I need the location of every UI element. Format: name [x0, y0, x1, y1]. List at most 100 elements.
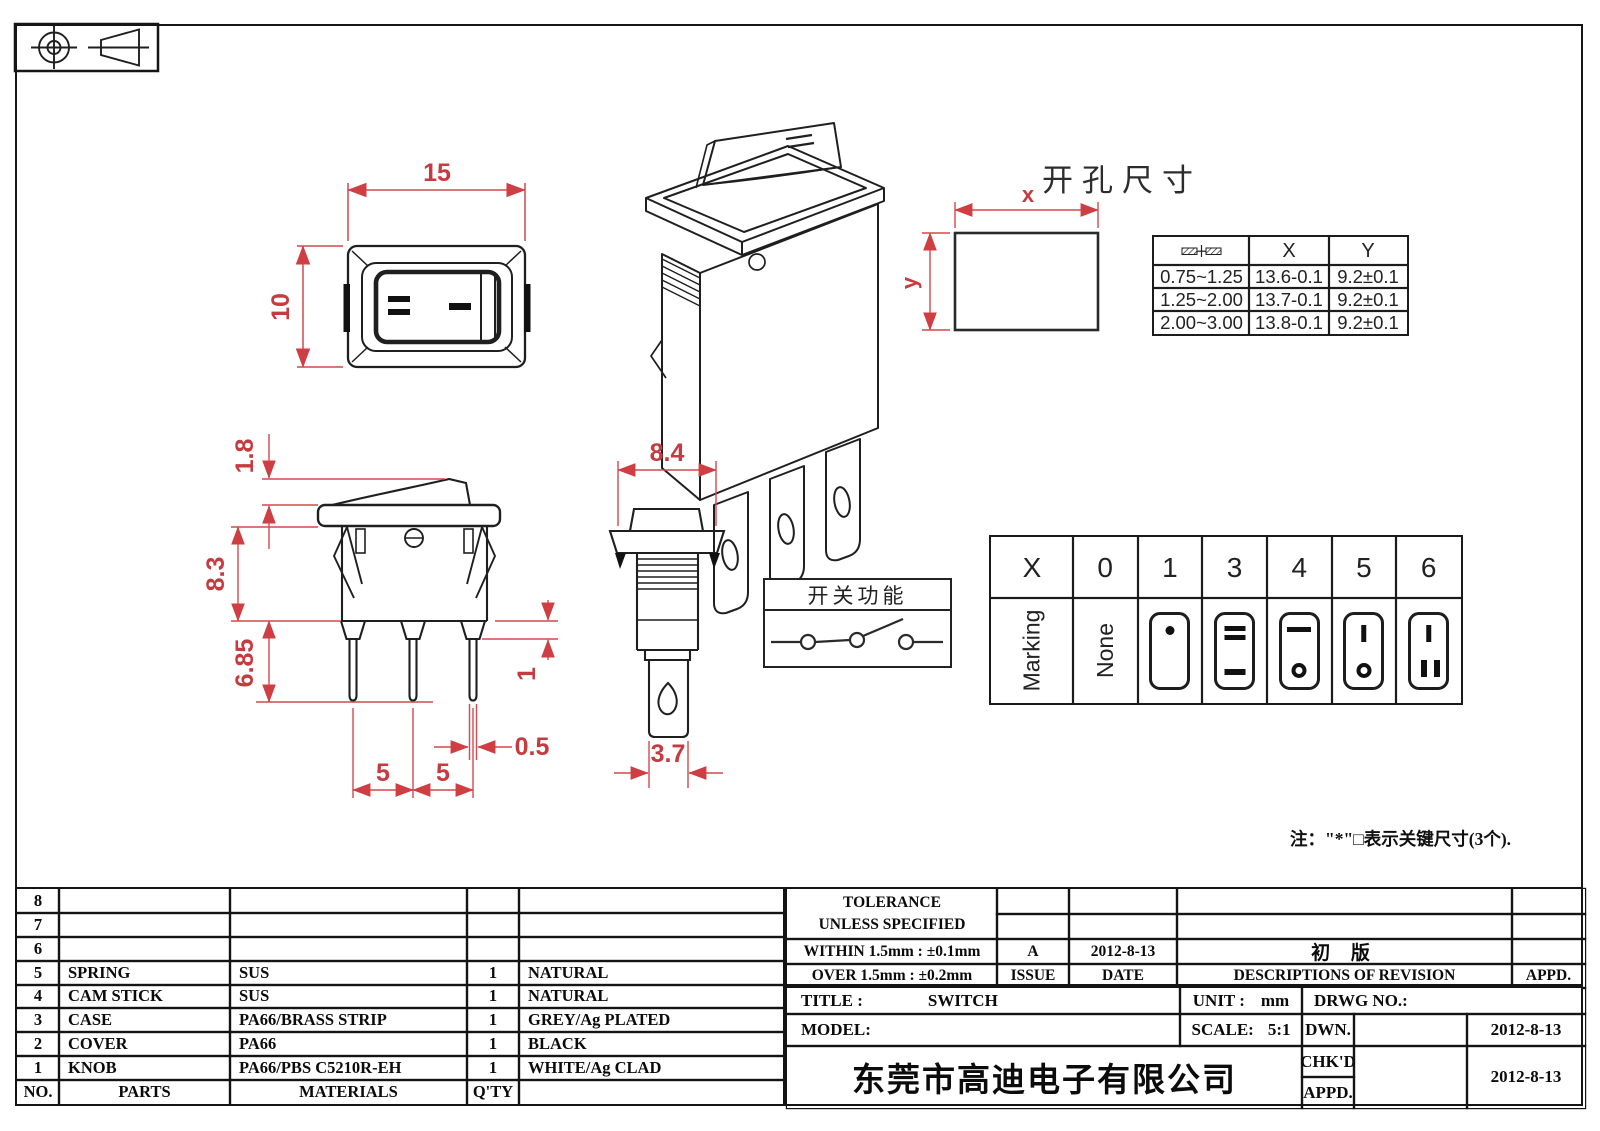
parts-list-table: 8 7 6 5 SPRING SUS 1 NATURAL 4 CAM STICK… — [15, 887, 785, 1106]
dot-icon — [1165, 625, 1175, 635]
parts-no: 3 — [17, 1008, 59, 1032]
key-dimension-note: 注："*"□表示关键尺寸(3个). — [1290, 829, 1512, 849]
marking-row-label: Marking — [1018, 609, 1045, 692]
unit-value: mm — [1260, 991, 1290, 1010]
parts-no: 4 — [17, 985, 59, 1009]
model-cell: MODEL: — [787, 1014, 1180, 1046]
parts-name — [59, 913, 230, 937]
revision-issue-value: A — [997, 939, 1069, 964]
dim-front-height: 10 — [267, 293, 295, 321]
line-icon — [1421, 659, 1427, 677]
parts-material — [230, 913, 467, 937]
parts-material — [230, 889, 467, 913]
cutout-x-value: 13.6-0.1 — [1249, 265, 1329, 288]
revision-empty-cell — [1512, 889, 1585, 914]
dim-pitch-2: 5 — [436, 759, 450, 787]
parts-qty — [467, 913, 519, 937]
chkd-label: CHK'D — [1300, 1046, 1356, 1077]
rocker-markings — [343, 284, 531, 332]
dim-shoulder: 1 — [513, 667, 541, 681]
marking-none-label: None — [1091, 623, 1118, 678]
circle-icon — [1291, 662, 1307, 678]
cutout-thickness: 0.75~1.25 — [1154, 265, 1249, 288]
parts-header-no: NO. — [17, 1080, 59, 1104]
drwg-no-cell: DRWG NO.: — [1302, 988, 1585, 1014]
marking-header: X — [991, 537, 1073, 598]
cutout-y-value: 9.2±0.1 — [1329, 311, 1407, 334]
dim-end-width: 8.4 — [650, 439, 685, 467]
tolerance-header: TOLERANCE UNLESS SPECIFIED — [787, 889, 997, 939]
marking-row-label-cell: Marking — [991, 598, 1073, 703]
parts-no: 1 — [17, 1056, 59, 1080]
parts-qty: 1 — [467, 1056, 519, 1080]
cutout-x-value: 13.7-0.1 — [1249, 288, 1329, 311]
parts-material: PA66/PBS C5210R-EH — [230, 1056, 467, 1080]
cutout-x-label: x — [1022, 182, 1035, 207]
end-view: 8.4 3.7 — [608, 439, 726, 788]
line-icon — [1425, 624, 1432, 642]
cutout-thickness: 1.25~2.00 — [1154, 288, 1249, 311]
unit-label: UNIT : — [1192, 991, 1245, 1010]
parts-header-finish — [519, 1080, 783, 1104]
parts-material: SUS — [230, 961, 467, 985]
bar-icon — [1224, 625, 1246, 631]
dwn-signature-cell — [1354, 1014, 1467, 1046]
revision-description-value: 初 版 — [1177, 939, 1512, 964]
panel-thickness-section-icon — [1154, 237, 1249, 265]
circle-icon — [1356, 662, 1372, 678]
bar-icon — [1287, 626, 1312, 632]
marking-symbol-cell — [1138, 598, 1203, 703]
parts-name: CASE — [59, 1008, 230, 1032]
side-dimensions — [231, 434, 558, 798]
cutout-x-value: 13.8-0.1 — [1249, 311, 1329, 334]
end-dimensions — [614, 461, 723, 788]
keycap-double-bar-over-bar — [1214, 611, 1256, 690]
parts-qty: 1 — [467, 961, 519, 985]
parts-no: 7 — [17, 913, 59, 937]
side-view: 1.8 8.3 6.85 1 0.5 5 5 — [202, 434, 558, 798]
parts-finish: NATURAL — [519, 985, 783, 1009]
bar-icon — [1224, 634, 1246, 640]
title-label: TITLE : — [801, 991, 863, 1010]
keycap-dot — [1149, 611, 1191, 690]
marking-header: 1 — [1138, 537, 1203, 598]
revision-appd-label: APPD. — [1512, 964, 1585, 988]
cutout-y-value: 9.2±0.1 — [1329, 265, 1407, 288]
parts-finish: NATURAL — [519, 961, 783, 985]
marking-header: 3 — [1202, 537, 1267, 598]
marking-none-cell: None — [1073, 598, 1138, 703]
switch-function-title: 开关功能 — [765, 580, 950, 611]
parts-name — [59, 937, 230, 961]
cutout-thickness: 2.00~3.00 — [1154, 311, 1249, 334]
keycap-line-over-double-line — [1408, 611, 1450, 690]
dim-terminal-length: 6.85 — [231, 639, 259, 688]
tolerance-line1: TOLERANCE — [843, 893, 941, 911]
bar-icon — [1224, 669, 1246, 675]
marking-symbol-cell — [1396, 598, 1461, 703]
chkd-signature-cell — [1354, 1046, 1467, 1108]
parts-material: SUS — [230, 985, 467, 1009]
company-name: 东莞市高迪电子有限公司 — [787, 1046, 1302, 1108]
parts-no: 6 — [17, 937, 59, 961]
appd-label: APPD. — [1302, 1077, 1354, 1108]
parts-finish: GREY/Ag PLATED — [519, 1008, 783, 1032]
parts-header-parts: PARTS — [59, 1080, 230, 1104]
parts-qty — [467, 937, 519, 961]
parts-qty: 1 — [467, 985, 519, 1009]
cutout-section-title: 开孔尺寸 — [1042, 163, 1202, 198]
dim-pitch-1: 5 — [376, 759, 390, 787]
parts-name: SPRING — [59, 961, 230, 985]
dim-body-height: 8.3 — [202, 557, 230, 592]
dim-tab-width: 3.7 — [651, 740, 686, 768]
chkd-date: 2012-8-13 — [1467, 1046, 1585, 1108]
cutout-dimensions — [922, 202, 1099, 331]
parts-finish: BLACK — [519, 1032, 783, 1056]
parts-header-materials: MATERIALS — [230, 1080, 467, 1104]
panel-cutout-view: x y — [897, 182, 1100, 332]
front-view: 15 10 — [267, 159, 531, 369]
title-cell: TITLE : SWITCH — [787, 988, 1180, 1014]
cutout-dimension-table: X Y 0.75~1.25 13.6-0.1 9.2±0.1 1.25~2.00… — [1152, 235, 1409, 336]
switch-function-box: 开关功能 — [763, 578, 952, 668]
parts-no: 5 — [17, 961, 59, 985]
